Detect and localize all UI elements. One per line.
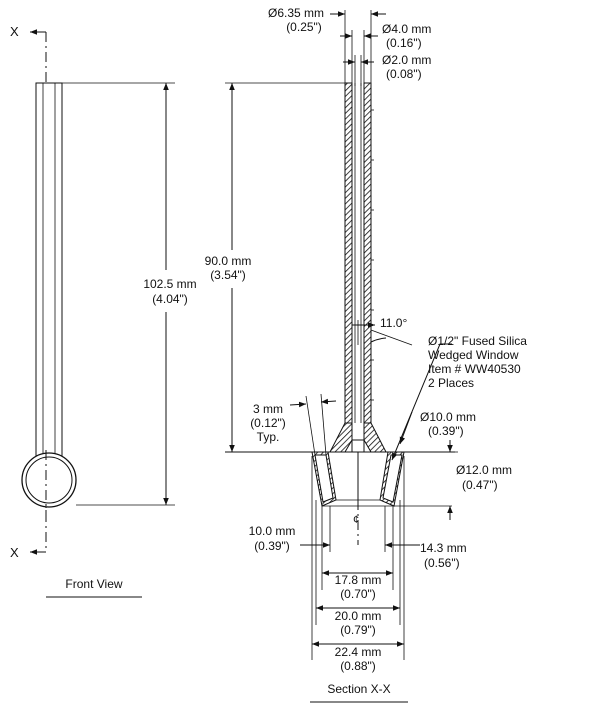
front-view-title: Front View: [65, 577, 122, 591]
section-view: Ø6.35 mm (0.25") Ø4.0 mm (0.16") Ø2.0 mm…: [205, 6, 527, 703]
section-marker-top: X: [10, 24, 19, 39]
dim-14-3-in: (0.56"): [424, 556, 460, 570]
dim-3-mm: 3 mm: [253, 402, 283, 416]
dim-12-dia-in: (0.47"): [462, 478, 498, 492]
dim-3-in: (0.12"): [250, 416, 286, 430]
dim-14-3-mm: 14.3 mm: [420, 541, 467, 555]
dim-length-in: (4.04"): [152, 292, 188, 306]
dim-20-mm: 20.0 mm: [335, 609, 382, 623]
section-marker-bottom: X: [10, 545, 19, 560]
dim-10-in: (0.39"): [254, 539, 290, 553]
section-view-title: Section X-X: [327, 682, 390, 696]
dim-3-typ: Typ.: [257, 430, 280, 444]
svg-text:¢: ¢: [353, 514, 359, 526]
dim-90-in: (3.54"): [210, 268, 246, 282]
dim-4-0-mm: Ø4.0 mm: [382, 22, 431, 36]
dim-10-dia-in: (0.39"): [428, 424, 464, 438]
callout-window-line2: Wedged Window: [428, 348, 519, 362]
tube-wall-left: [344, 82, 353, 424]
callout-window-line1: Ø1/2" Fused Silica: [428, 334, 527, 348]
dim-2-0-in: (0.08"): [386, 67, 422, 81]
tube-tick-marks: [371, 109, 374, 401]
dim-10-mm: 10.0 mm: [249, 524, 296, 538]
dim-6-35-mm: Ø6.35 mm: [268, 6, 324, 20]
dim-10-dia-mm: Ø10.0 mm: [420, 410, 476, 424]
wedged-window-left: [314, 454, 334, 503]
callout-window-line3: Item # WW40530: [428, 362, 521, 376]
dim-12-dia-mm: Ø12.0 mm: [456, 463, 512, 477]
dim-2-0-mm: Ø2.0 mm: [382, 53, 431, 67]
dim-length-mm: 102.5 mm: [143, 277, 196, 291]
dim-6-35-in: (0.25"): [286, 20, 322, 34]
dim-17-8-in: (0.70"): [340, 587, 376, 601]
front-view: X X 102.5 mm (4.04") Front View: [10, 24, 197, 598]
wedged-window-right: [382, 454, 403, 503]
dim-22-4-mm: 22.4 mm: [335, 645, 382, 659]
dim-22-4-in: (0.88"): [340, 659, 376, 673]
dim-17-8-mm: 17.8 mm: [335, 573, 382, 587]
dim-4-0-in: (0.16"): [386, 36, 422, 50]
callout-window-line4: 2 Places: [428, 376, 474, 390]
tube-wall-right: [363, 82, 372, 424]
front-housing-inner: [25, 456, 73, 504]
window-housing: ¢: [225, 451, 455, 545]
dim-20-in: (0.79"): [340, 623, 376, 637]
dim-90-mm: 90.0 mm: [205, 254, 252, 268]
front-tube-body: [35, 82, 63, 464]
dim-angle: 11.0°: [380, 316, 407, 330]
front-housing-outer: [21, 452, 77, 508]
